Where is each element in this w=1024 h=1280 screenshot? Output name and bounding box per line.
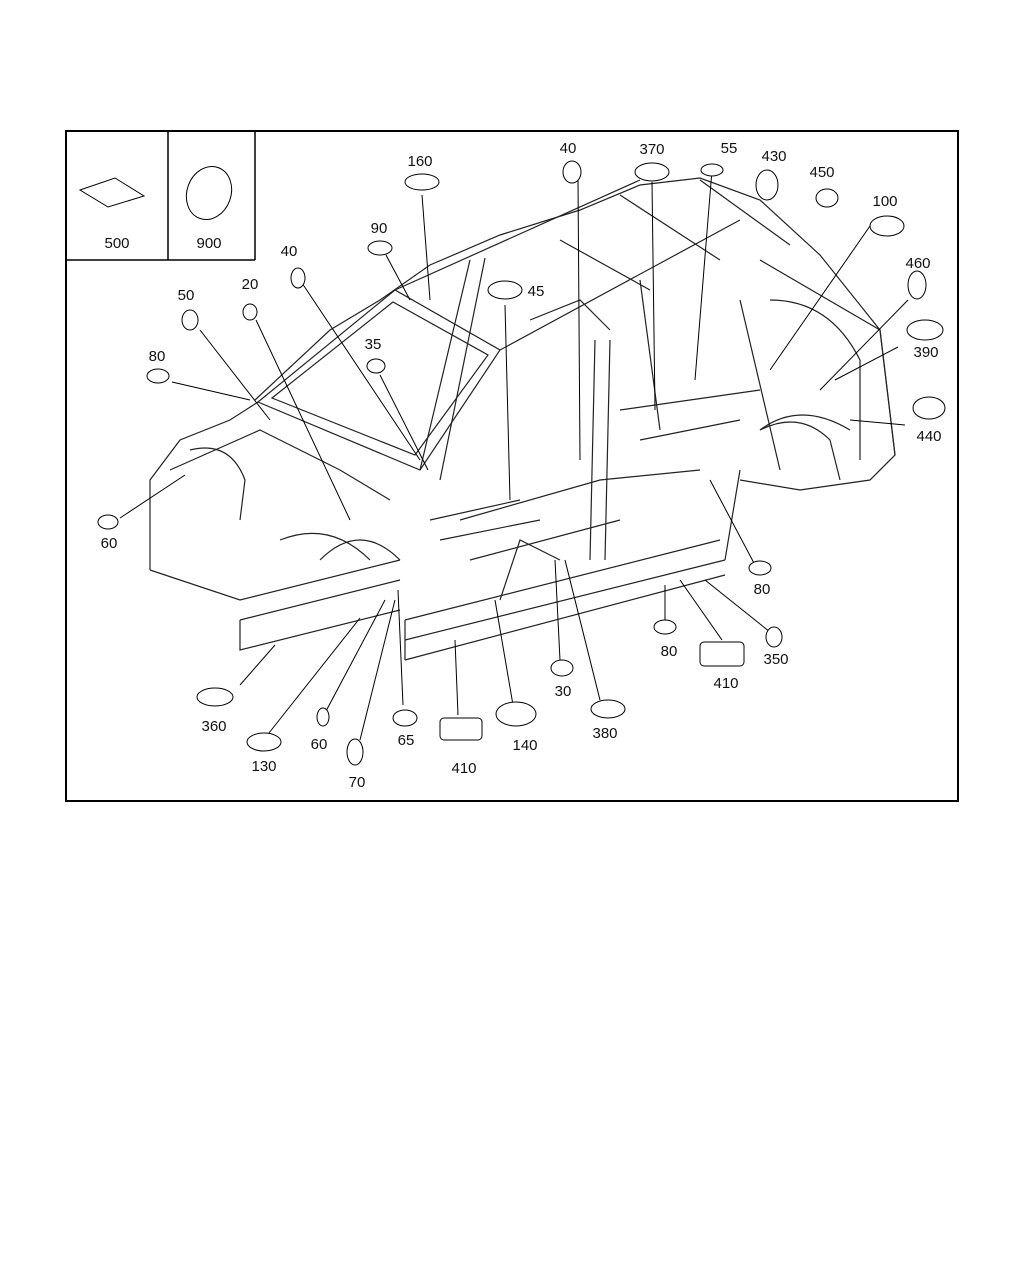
callout-60-bottom: 60 — [311, 736, 328, 753]
callout-140: 140 — [512, 737, 537, 754]
callout-80-right: 80 — [754, 581, 771, 598]
callout-40-left: 40 — [281, 243, 298, 260]
plug-380-icon — [590, 699, 626, 719]
callout-380: 380 — [592, 725, 617, 742]
pad-410-left-icon — [439, 717, 483, 741]
plug-130-icon — [246, 732, 282, 752]
part-icons — [97, 160, 946, 766]
callout-410-right: 410 — [713, 675, 738, 692]
callout-65: 65 — [398, 732, 415, 749]
callout-80-bottom: 80 — [661, 643, 678, 660]
callout-70: 70 — [349, 774, 366, 791]
plug-350-icon — [765, 626, 783, 648]
pad-360-icon — [196, 687, 234, 707]
plug-370-icon — [634, 162, 670, 182]
callout-410-left: 410 — [451, 760, 476, 777]
callout-390: 390 — [913, 344, 938, 361]
callout-55: 55 — [721, 140, 738, 157]
callout-450: 450 — [809, 164, 834, 181]
plug-50-icon — [181, 309, 199, 331]
round-pad-icon — [185, 166, 233, 220]
plug-80-right-icon — [748, 560, 772, 576]
plug-35-icon — [366, 358, 386, 374]
plug-45-icon — [487, 280, 523, 300]
callout-460: 460 — [905, 255, 930, 272]
legend-label-500: 500 — [104, 235, 129, 252]
callout-40-top: 40 — [560, 140, 577, 157]
callout-130: 130 — [251, 758, 276, 775]
plug-390-icon — [906, 319, 944, 341]
callout-360: 360 — [201, 718, 226, 735]
car-body-structure — [149, 177, 896, 661]
plug-20-icon — [242, 303, 258, 321]
plug-440-icon — [912, 396, 946, 420]
callout-35: 35 — [365, 336, 382, 353]
callout-350: 350 — [763, 651, 788, 668]
legend-label-900: 900 — [196, 235, 221, 252]
callout-20: 20 — [242, 276, 259, 293]
plug-90-icon — [367, 240, 393, 256]
leader-lines — [119, 169, 909, 741]
plug-65-icon — [392, 709, 418, 727]
sealer-sheet-icon — [78, 177, 146, 208]
plug-450-icon — [815, 188, 839, 208]
plug-100-icon — [869, 215, 905, 237]
plug-60-bottom-icon — [316, 707, 330, 727]
plug-140-icon — [495, 701, 537, 727]
plug-55-icon — [700, 163, 724, 177]
callout-370: 370 — [639, 141, 664, 158]
plug-160-icon — [404, 173, 440, 191]
callout-50: 50 — [178, 287, 195, 304]
callout-90: 90 — [371, 220, 388, 237]
plug-430-icon — [755, 169, 779, 201]
plug-460-icon — [907, 270, 927, 300]
diagram-frame — [65, 130, 959, 802]
callout-160: 160 — [407, 153, 432, 170]
callout-430: 430 — [761, 148, 786, 165]
legend-box: 500 900 — [66, 131, 256, 261]
callout-100: 100 — [872, 193, 897, 210]
callout-80-left: 80 — [149, 348, 166, 365]
callout-60-left: 60 — [101, 535, 118, 552]
callout-440: 440 — [916, 428, 941, 445]
plug-70-icon — [346, 738, 364, 766]
plug-60-left-icon — [97, 514, 119, 530]
plug-80-bottom-icon — [653, 619, 677, 635]
plug-40-left-icon — [290, 267, 306, 289]
callout-30: 30 — [555, 683, 572, 700]
plug-30-icon — [550, 659, 574, 677]
plug-40-top-icon — [562, 160, 582, 184]
plug-80-left-icon — [146, 368, 170, 384]
pad-410-right-icon — [699, 641, 745, 667]
callout-labels: 160 90 40 20 50 80 35 45 40 370 55 430 4… — [101, 140, 942, 791]
callout-45: 45 — [528, 283, 545, 300]
